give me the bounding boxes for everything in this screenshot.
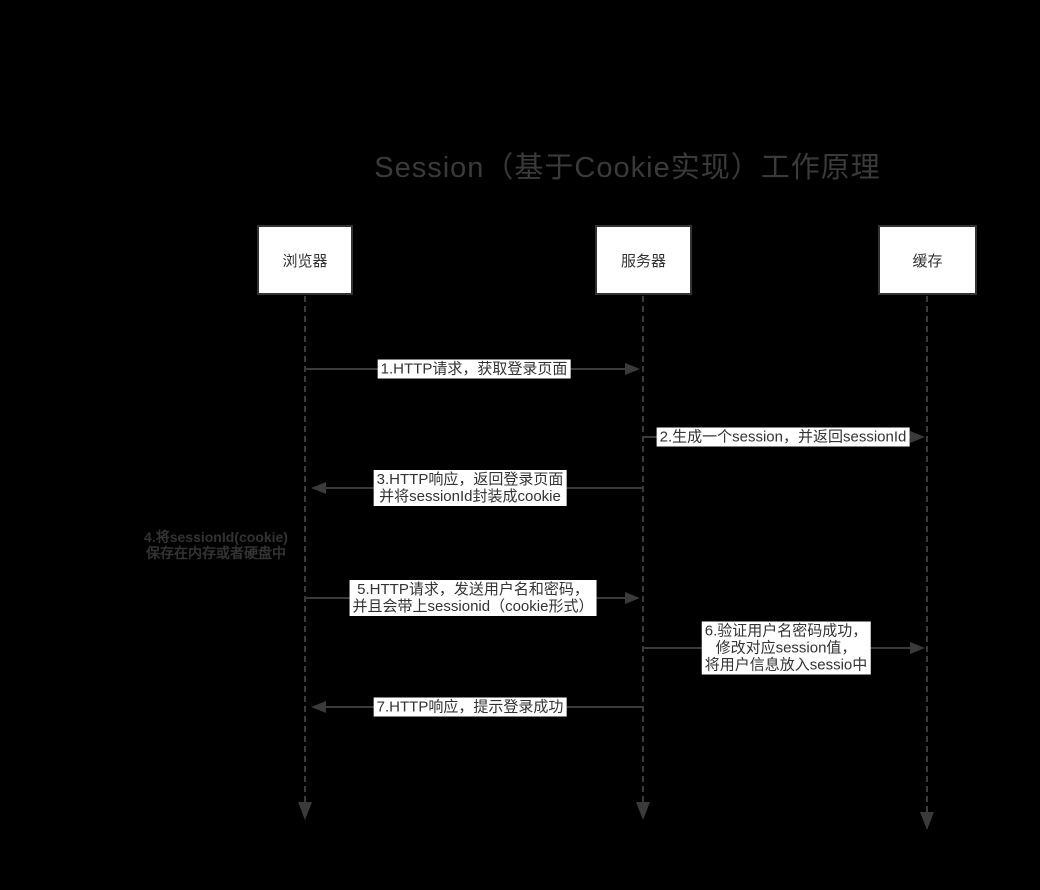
actor-box-cache: 缓存	[878, 225, 977, 295]
note-4-text: 保存在内存或者硬盘中	[146, 545, 286, 561]
lifeline-browser	[304, 296, 306, 802]
arrow-down-icon	[636, 802, 650, 820]
note-4-text: 4.将sessionId(cookie)	[144, 529, 288, 545]
lifeline-server	[642, 296, 644, 802]
actor-server-label: 服务器	[620, 252, 666, 270]
message-3-label: 3.HTTP响应，返回登录页面 并将sessionId封装成cookie	[373, 470, 567, 506]
arrow-down-icon	[298, 802, 312, 820]
message-3-text: 并将sessionId封装成cookie	[379, 488, 561, 505]
message-1-label: 1.HTTP请求，获取登录页面	[377, 359, 571, 379]
message-3-text: 3.HTTP响应，返回登录页面	[376, 471, 564, 488]
message-5-text: 5.HTTP请求，发送用户名和密码，	[357, 581, 589, 598]
message-6-text: 修改对应session值，	[715, 639, 857, 657]
actor-cache-label: 缓存	[912, 252, 943, 270]
arrow-right-icon	[910, 642, 925, 654]
message-6-text: 将用户信息放入sessio中	[704, 656, 868, 674]
arrow-left-icon	[311, 701, 326, 713]
message-6-label: 6.验证用户名密码成功， 修改对应session值， 将用户信息放入sessio…	[701, 621, 871, 675]
actor-box-browser: 浏览器	[257, 225, 353, 295]
message-6-text: 6.验证用户名密码成功，	[704, 622, 868, 640]
lifeline-cache	[926, 296, 928, 812]
message-5-text: 并且会带上sessionid（cookie形式）	[352, 598, 594, 615]
arrow-right-icon	[625, 363, 640, 375]
message-7-text: 7.HTTP响应，提示登录成功	[376, 698, 564, 716]
arrow-right-icon	[910, 431, 925, 443]
arrow-down-icon	[920, 812, 934, 830]
actor-box-server: 服务器	[595, 225, 692, 295]
message-2-text: 2.生成一个session，并返回sessionId	[659, 428, 907, 446]
arrow-right-icon	[625, 592, 640, 604]
note-4: 4.将sessionId(cookie) 保存在内存或者硬盘中	[140, 529, 292, 561]
message-5-label: 5.HTTP请求，发送用户名和密码， 并且会带上sessionid（cookie…	[349, 580, 597, 616]
arrow-left-icon	[311, 482, 326, 494]
message-7-label: 7.HTTP响应，提示登录成功	[373, 697, 567, 717]
message-1-text: 1.HTTP请求，获取登录页面	[380, 360, 568, 378]
message-2-label: 2.生成一个session，并返回sessionId	[656, 427, 910, 447]
diagram-title: Session（基于Cookie实现）工作原理	[374, 152, 881, 184]
actor-browser-label: 浏览器	[282, 252, 328, 270]
